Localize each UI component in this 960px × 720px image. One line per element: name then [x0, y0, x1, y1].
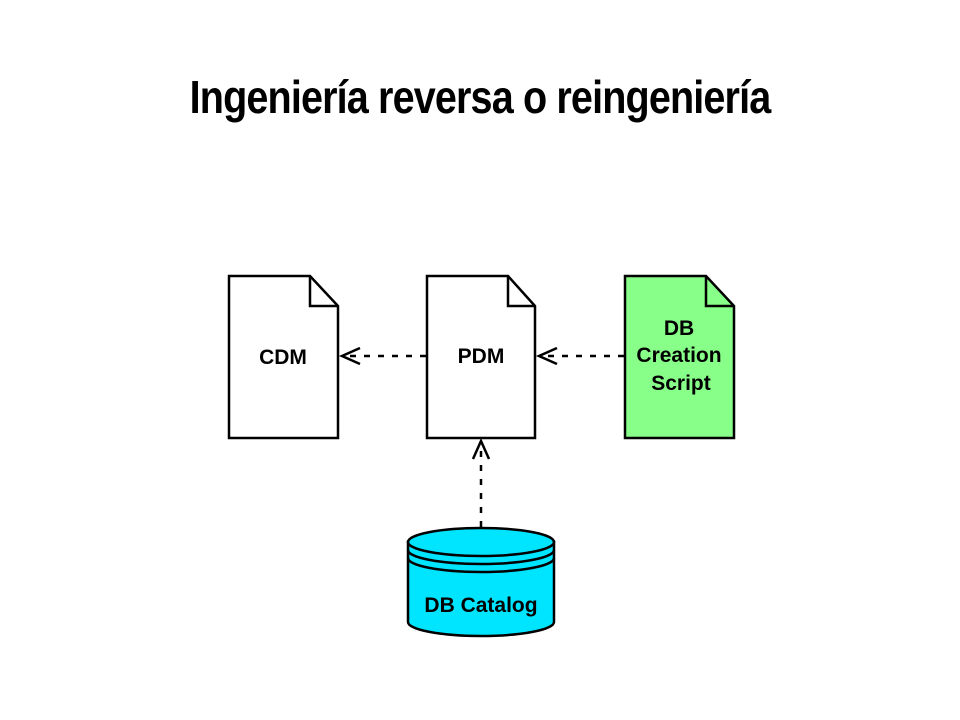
db-catalog-label: DB Catalog: [424, 594, 537, 617]
cdm-document-fold: [308, 276, 338, 308]
cdm-label: CDM: [259, 346, 307, 369]
db-catalog-ring-1: [406, 549, 556, 566]
db-catalog-ring-2: [406, 557, 556, 574]
slide-title: Ingeniería reversa o reingeniería: [189, 71, 772, 123]
db-creation-script-fold: [704, 276, 734, 308]
db-catalog-body: [406, 540, 556, 638]
edge-pdm-to-cdm: [338, 346, 426, 366]
edge-script-to-pdm-arrowhead: [535, 346, 558, 366]
pdm-document-shape: [425, 274, 537, 440]
db-creation-script-label-line-1: DB: [664, 317, 694, 340]
db-creation-script-shape: [623, 274, 736, 440]
pdm-document: PDM: [425, 274, 537, 440]
pdm-document-fold: [506, 276, 535, 308]
db-creation-script-document: DB Creation Script: [623, 274, 736, 440]
db-creation-script-label-line-2: Creation: [636, 344, 721, 367]
pdm-label: PDM: [458, 345, 505, 368]
db-catalog-top: [406, 526, 556, 558]
db-catalog-cylinder: DB Catalog: [406, 526, 556, 638]
cdm-document-shape: [227, 274, 340, 440]
db-creation-script-label-line-3: Script: [651, 372, 711, 395]
edge-pdm-to-cdm-arrowhead: [338, 346, 361, 366]
edge-catalog-to-pdm-arrowhead: [471, 437, 491, 460]
edge-catalog-to-pdm: [471, 437, 491, 527]
cdm-document: CDM: [227, 274, 340, 440]
edge-script-to-pdm: [535, 346, 624, 366]
